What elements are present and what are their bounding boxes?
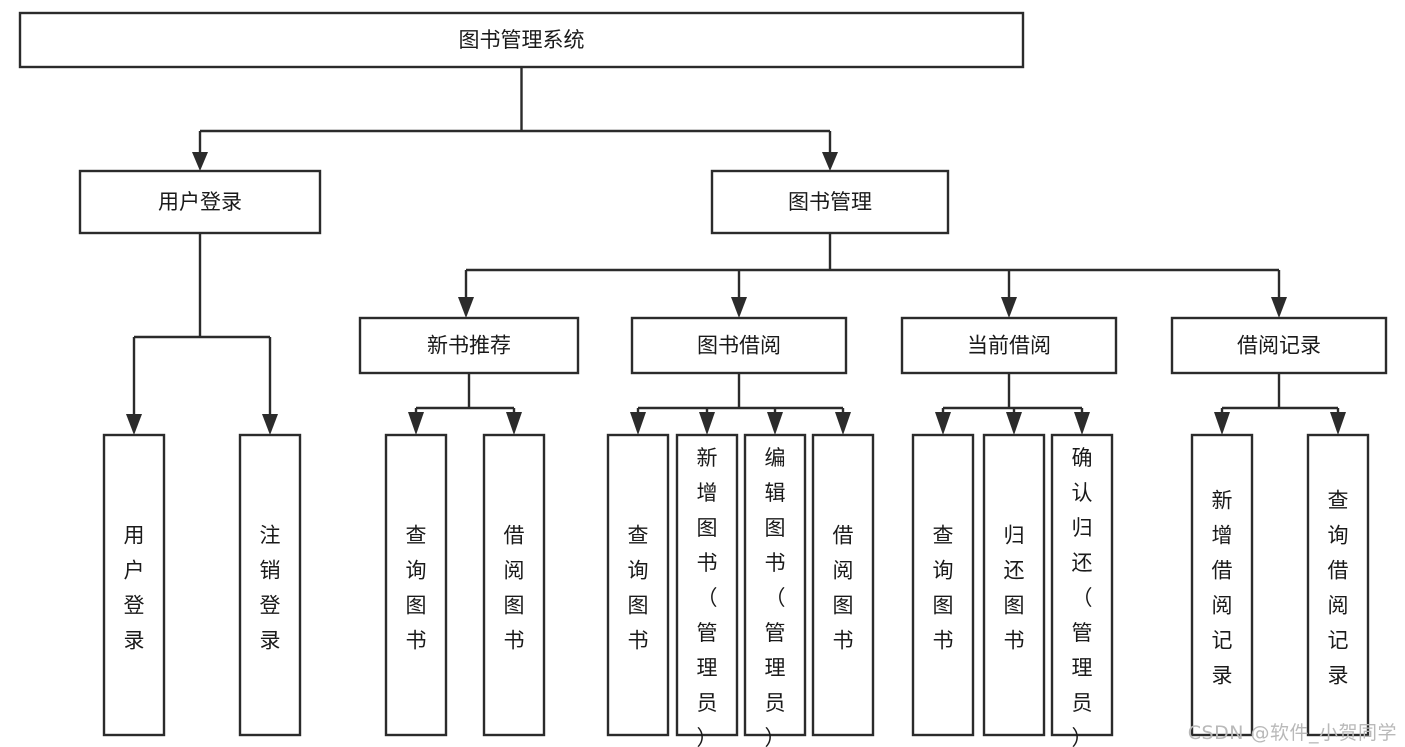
node-leaf-query-book-borrow-label: 查询图书 [628,523,649,652]
arrowhead-user-login [192,152,208,171]
node-leaf-return-book[interactable]: 归还图书 [982,433,1046,737]
arrowhead-new-book-recommend [458,297,474,318]
node-leaf-query-borrow-record-box[interactable] [1306,433,1370,737]
node-leaf-user-login-box[interactable] [102,433,166,737]
arrowhead-leaf-query-borrow-record [1330,412,1346,435]
node-current-borrow[interactable]: 当前借阅 [900,316,1118,375]
node-leaf-add-book-box[interactable] [675,433,739,737]
arrowhead-leaf-query-book-borrow [630,412,646,435]
node-new-book-recommend[interactable]: 新书推荐 [358,316,580,375]
node-leaf-query-book-borrow-box[interactable] [606,433,670,737]
node-leaf-query-book-recommend-label: 查询图书 [406,523,427,652]
node-leaf-borrow-book-recommend-box[interactable] [482,433,546,737]
arrowhead-current-borrow [1001,297,1017,318]
node-leaf-confirm-return[interactable]: 确认归还（管理员） [1050,433,1114,747]
node-leaf-user-login-label: 用户登录 [124,523,145,652]
node-leaf-add-borrow-record-label: 新增借阅记录 [1212,488,1233,687]
node-book-management-box[interactable] [710,169,950,235]
node-leaf-query-book-current-label: 查询图书 [933,523,954,652]
arrowhead-borrow-records [1271,297,1287,318]
node-leaf-borrow-book-recommend[interactable]: 借阅图书 [482,433,546,737]
node-user-login-label: 用户登录 [158,190,242,214]
connector-layer [126,67,1346,435]
node-leaf-query-book-current[interactable]: 查询图书 [911,433,975,737]
node-leaf-query-book-current-box[interactable] [911,433,975,737]
arrowhead-book-management [822,152,838,171]
arrowhead-leaf-edit-book [767,412,783,435]
node-current-borrow-box[interactable] [900,316,1118,375]
arrowhead-leaf-logout [262,414,278,435]
arrowhead-leaf-add-borrow-record [1214,412,1230,435]
node-root-system[interactable]: 图书管理系统 [18,11,1025,69]
node-leaf-add-book-label: 新增图书（管理员） [697,446,718,747]
arrowhead-leaf-borrow-book-recommend [506,412,522,435]
node-leaf-borrow-book-box[interactable] [811,433,875,737]
node-new-book-recommend-box[interactable] [358,316,580,375]
node-leaf-query-borrow-record-label: 查询借阅记录 [1328,488,1349,687]
node-leaf-return-book-label: 归还图书 [1004,523,1025,652]
node-book-management-label: 图书管理 [788,190,872,214]
node-book-borrow-box[interactable] [630,316,848,375]
node-book-borrow-label: 图书借阅 [697,334,781,358]
node-leaf-user-login[interactable]: 用户登录 [102,433,166,737]
arrowhead-leaf-return-book [1006,412,1022,435]
arrowhead-leaf-query-book-recommend [408,412,424,435]
node-layer: 图书管理系统用户登录图书管理新书推荐图书借阅当前借阅借阅记录用户登录注销登录查询… [18,11,1388,747]
node-book-borrow[interactable]: 图书借阅 [630,316,848,375]
arrowhead-leaf-borrow-book [835,412,851,435]
node-leaf-query-book-recommend[interactable]: 查询图书 [384,433,448,737]
csdn-watermark: CSDN @软件_小贺同学 [1187,722,1397,744]
node-leaf-logout-box[interactable] [238,433,302,737]
node-leaf-return-book-box[interactable] [982,433,1046,737]
node-user-login[interactable]: 用户登录 [78,169,322,235]
node-borrow-records-box[interactable] [1170,316,1388,375]
node-leaf-edit-book-box[interactable] [743,433,807,737]
node-leaf-query-book-recommend-box[interactable] [384,433,448,737]
node-leaf-confirm-return-label: 确认归还（管理员） [1072,446,1093,747]
node-new-book-recommend-label: 新书推荐 [427,334,511,358]
node-root-system-box[interactable] [18,11,1025,69]
node-root-system-label: 图书管理系统 [459,28,585,52]
arrowhead-leaf-query-book-current [935,412,951,435]
node-leaf-query-borrow-record[interactable]: 查询借阅记录 [1306,433,1370,737]
node-leaf-add-borrow-record-box[interactable] [1190,433,1254,737]
node-book-management[interactable]: 图书管理 [710,169,950,235]
node-leaf-edit-book-label: 编辑图书（管理员） [765,446,786,747]
node-current-borrow-label: 当前借阅 [967,334,1051,358]
arrowhead-leaf-add-book [699,412,715,435]
node-leaf-query-book-borrow[interactable]: 查询图书 [606,433,670,737]
node-leaf-borrow-book-recommend-label: 借阅图书 [504,523,525,652]
node-borrow-records[interactable]: 借阅记录 [1170,316,1388,375]
node-leaf-logout-label: 注销登录 [260,523,281,652]
node-leaf-edit-book[interactable]: 编辑图书（管理员） [743,433,807,747]
node-leaf-add-book[interactable]: 新增图书（管理员） [675,433,739,747]
node-leaf-borrow-book-label: 借阅图书 [833,523,854,652]
node-leaf-confirm-return-box[interactable] [1050,433,1114,737]
node-leaf-add-borrow-record[interactable]: 新增借阅记录 [1190,433,1254,737]
node-borrow-records-label: 借阅记录 [1237,334,1321,358]
arrowhead-leaf-confirm-return [1074,412,1090,435]
node-leaf-borrow-book[interactable]: 借阅图书 [811,433,875,737]
node-leaf-logout[interactable]: 注销登录 [238,433,302,737]
node-user-login-box[interactable] [78,169,322,235]
arrowhead-book-borrow [731,297,747,318]
arrowhead-leaf-user-login [126,414,142,435]
